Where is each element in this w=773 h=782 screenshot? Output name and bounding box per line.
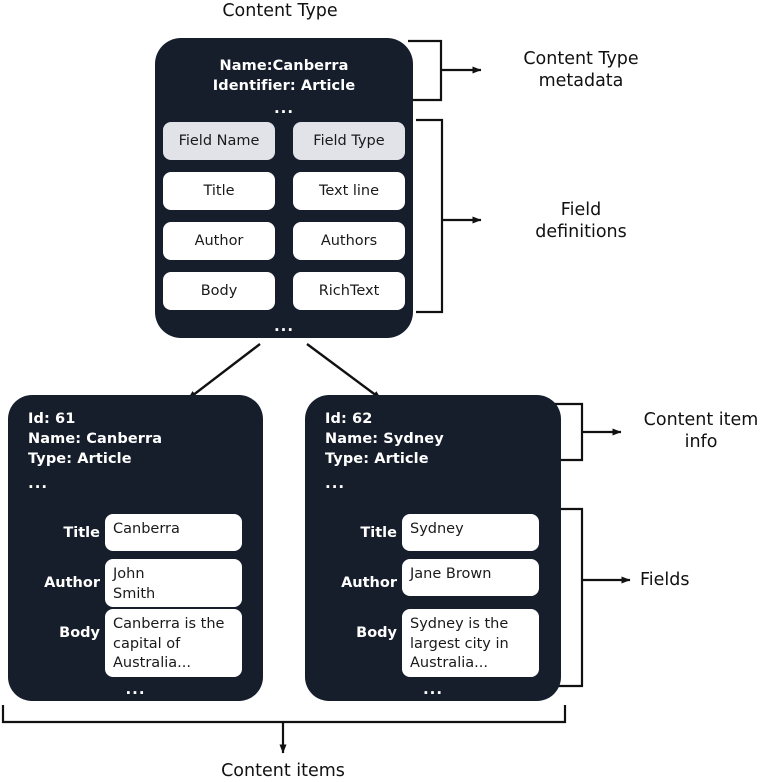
content-item-field-value[interactable]: John Smith [105,559,242,607]
content-item-fields-ellipsis: ... [422,680,444,698]
content-item-field-value[interactable]: Sydney [402,514,539,551]
arrow-content-type-to-item-2 [306,343,382,400]
field-type-cell[interactable]: Text line [293,172,405,210]
page-title-content-type: Content Type [222,1,338,21]
content-item-type: Type: Article [325,451,429,467]
content-item-field-label: Title [63,525,100,541]
content-item-field-value[interactable]: Canberra is the capital of Australia... [105,609,242,677]
content-item-id: Id: 61 [28,411,76,427]
field-name-cell[interactable]: Body [163,272,275,310]
bracket-content-type-metadata [408,39,482,102]
content-item-field-label: Author [44,575,100,591]
column-header-field-type: Field Type [293,122,405,160]
field-type-cell[interactable]: RichText [293,272,405,310]
annotation-content-item-info: Content item info [643,410,759,452]
content-item-card[interactable]: Id: 62 Name: Sydney Type: Article ... Ti… [305,395,561,701]
arrow-content-type-to-item-1 [187,343,261,400]
field-name-cell[interactable]: Author [163,222,275,260]
page-title-content-items: Content items [221,761,345,781]
content-type-identifier: Identifier: Article [212,78,356,94]
content-type-card[interactable]: Name:Canberra Identifier: Article ... Fi… [155,38,413,338]
content-item-info-ellipsis: ... [325,474,346,492]
content-item-card[interactable]: Id: 61 Name: Canberra Type: Article ... … [8,395,263,701]
bracket-content-items [1,705,567,754]
content-item-field-label: Body [59,625,100,641]
annotation-field-definitions: Field definitions [535,200,627,242]
bracket-field-definitions [416,118,482,314]
field-definitions-ellipsis: ... [273,317,295,335]
content-item-field-value[interactable]: Jane Brown [402,559,539,596]
field-name-cell[interactable]: Title [163,172,275,210]
column-header-field-name: Field Name [163,122,275,160]
content-item-field-label: Title [360,525,397,541]
content-item-field-value[interactable]: Sydney is the largest city in Australia.… [402,609,539,677]
bracket-content-item-info [552,402,622,462]
annotation-fields: Fields [640,570,690,590]
annotation-content-type-metadata: Content Type metadata [523,49,639,91]
field-type-cell[interactable]: Authors [293,222,405,260]
content-item-name: Name: Sydney [325,431,444,447]
content-item-field-label: Body [356,625,397,641]
content-item-id: Id: 62 [325,411,373,427]
content-item-field-value[interactable]: Canberra [105,514,242,551]
bracket-content-item-fields [552,507,631,688]
content-item-fields-ellipsis: ... [125,680,146,698]
content-item-name: Name: Canberra [28,431,163,447]
content-item-field-label: Author [341,575,397,591]
content-item-info-ellipsis: ... [28,474,49,492]
content-item-type: Type: Article [28,451,132,467]
content-type-metadata-ellipsis: ... [273,99,295,117]
content-type-name: Name:Canberra [219,58,349,74]
